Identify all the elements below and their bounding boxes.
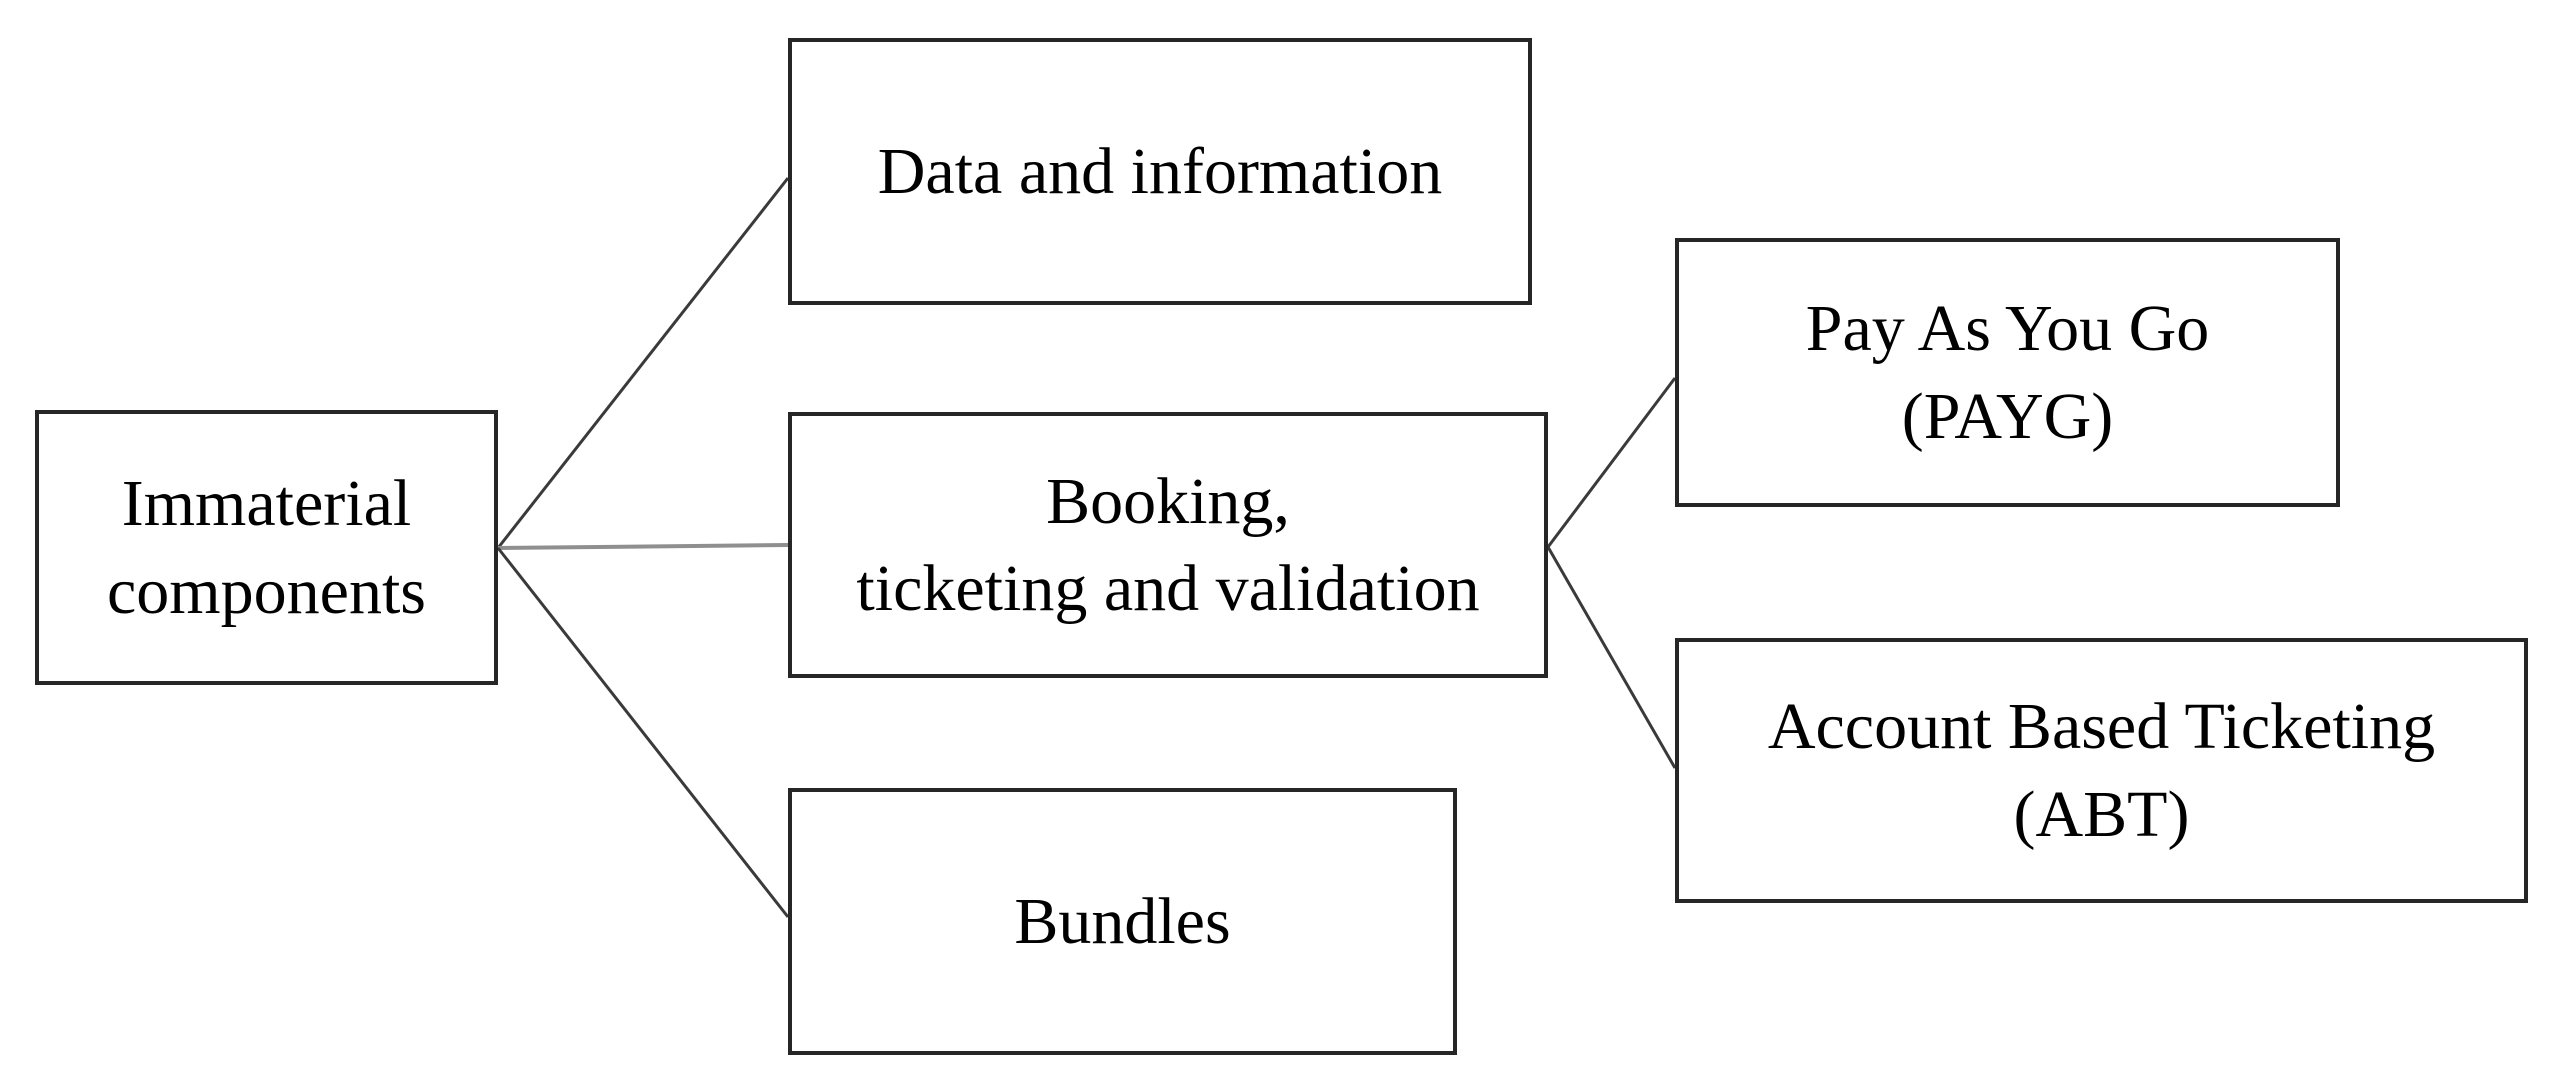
node-label-line: Immaterial bbox=[121, 467, 412, 541]
connector-immaterial-to-bundles bbox=[496, 547, 790, 918]
connector-booking-to-abt bbox=[1546, 546, 1677, 769]
node-pay-as-you-go: Pay As You Go (PAYG) bbox=[1675, 238, 2340, 507]
connector-immaterial-to-data bbox=[496, 177, 790, 549]
node-immaterial-components: Immaterial components bbox=[35, 410, 498, 685]
node-label-line: Bundles bbox=[1014, 884, 1231, 958]
node-account-based-ticketing: Account Based Ticketing (ABT) bbox=[1675, 638, 2528, 903]
node-label-line: ticketing and validation bbox=[856, 552, 1480, 625]
connector-booking-to-payg bbox=[1546, 377, 1677, 548]
node-label-line: components bbox=[107, 554, 426, 628]
node-label-line: Pay As You Go bbox=[1805, 292, 2210, 366]
node-booking-ticketing-validation: Booking, ticketing and validation bbox=[788, 412, 1548, 678]
node-label-line: Booking, bbox=[1046, 464, 1290, 538]
node-label-line: Data and information bbox=[877, 134, 1443, 208]
connector-immaterial-to-booking bbox=[497, 543, 789, 550]
node-label-line: Account Based Ticketing bbox=[1767, 690, 2436, 764]
node-label-line: (PAYG) bbox=[1901, 379, 2114, 453]
node-data-and-information: Data and information bbox=[788, 38, 1532, 305]
node-label-line: (ABT) bbox=[2013, 777, 2190, 851]
node-bundles: Bundles bbox=[788, 788, 1457, 1055]
